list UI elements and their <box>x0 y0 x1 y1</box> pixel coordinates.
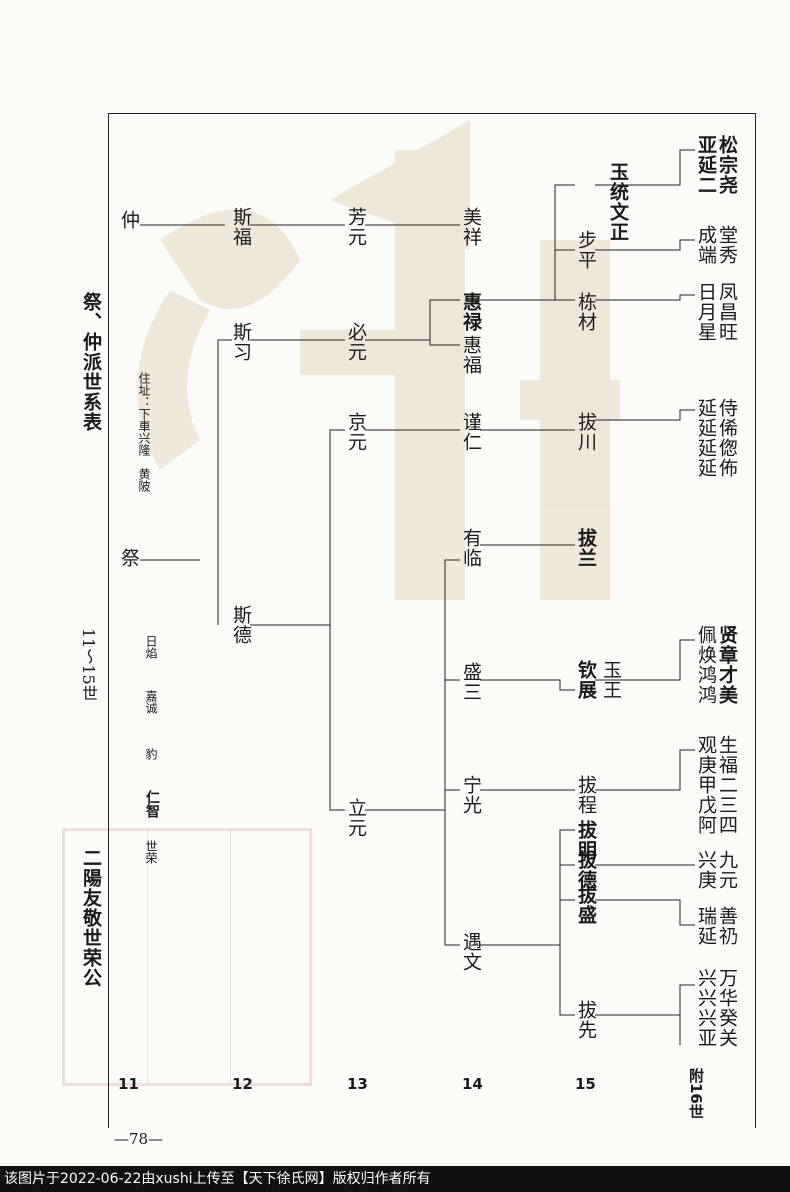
name-16-e1: 佩焕鸿鸿 <box>694 625 717 705</box>
name-jinren: 谨仁 <box>459 412 482 452</box>
name-huilu: 惠禄 <box>459 292 482 332</box>
section-title: 祭、仲派世系表 <box>79 292 102 432</box>
left-border <box>108 113 109 1128</box>
name-riyan: 日焰 <box>144 635 158 659</box>
name-16-c2: 九元 <box>715 850 738 890</box>
gen-label-14: 14 <box>462 1075 483 1093</box>
address: 住址：下車兴隆 黄陂 <box>137 372 151 492</box>
name-ji: 祭 <box>117 548 140 568</box>
name-renzhi: 仁智 <box>144 790 160 818</box>
name-16-b1: 瑞延 <box>694 906 717 946</box>
name-16-b2: 善礽 <box>715 906 738 946</box>
name-baming: 拔明 <box>574 820 597 860</box>
name-side: 斯德 <box>229 605 252 645</box>
name-dongcai: 栋材 <box>574 292 597 332</box>
name-baxian: 拔先 <box>574 1000 597 1040</box>
name-yuwen: 遇文 <box>459 932 482 972</box>
watermark-seal <box>62 828 312 1086</box>
name-sixi: 斯习 <box>229 322 252 362</box>
right-border <box>755 113 756 1128</box>
name-16-f1: 延延延延 <box>694 398 717 478</box>
name-youlin: 有临 <box>459 528 482 568</box>
page-number: —78— <box>114 1130 164 1148</box>
name-16-a1: 兴兴兴亚 <box>694 968 717 1048</box>
name-16-g2: 凤昌旺 <box>715 282 738 342</box>
name-jingyuan: 京元 <box>344 412 367 452</box>
name-16-d1: 观庚甲戊阿 <box>694 735 717 835</box>
name-16-h1: 成端 <box>694 225 717 265</box>
name-bachuan: 拔川 <box>574 412 597 452</box>
name-16-i1: 亚延二 <box>694 135 717 195</box>
gen-label-12: 12 <box>232 1075 253 1093</box>
name-16-h2: 堂秀 <box>715 225 738 265</box>
gen-label-11: 11 <box>118 1075 139 1093</box>
name-shirong: 世荣 <box>144 840 158 864</box>
name-16-i2: 松宗尧 <box>715 135 738 195</box>
name-liyuan: 立元 <box>344 798 367 838</box>
name-qinzhan: 钦展 <box>574 660 597 700</box>
name-huifu: 惠福 <box>459 335 482 375</box>
gen-label-13: 13 <box>347 1075 368 1093</box>
name-yutong-wenzheng: 玉统文正 <box>607 162 629 242</box>
name-basheng: 拔盛 <box>574 885 597 925</box>
name-fangyuan: 芳元 <box>344 207 367 247</box>
header-title: 二陽友敬世荣公 <box>79 848 102 988</box>
name-16-a2: 万华癸关 <box>715 968 738 1048</box>
name-buping: 步平 <box>574 230 597 270</box>
gen-label-16: 附16世 <box>687 1068 705 1119</box>
name-balan: 拔兰 <box>574 528 597 568</box>
name-bacheng: 拔程 <box>574 775 597 815</box>
name-16-f2: 侍俙偬佈 <box>715 398 738 478</box>
name-16-e2: 贤章才美 <box>715 625 738 705</box>
name-16-d2: 生福二三四 <box>715 735 738 835</box>
name-biyuan: 必元 <box>344 322 367 362</box>
top-border <box>108 113 756 114</box>
gen-label-15: 15 <box>575 1075 596 1093</box>
name-zhong: 仲 <box>117 210 140 230</box>
name-16-g1: 日月星 <box>694 282 717 342</box>
name-bao: 豹 <box>144 748 158 760</box>
name-bade: 拔德 <box>574 850 597 890</box>
name-shengsan: 盛三 <box>459 662 482 702</box>
name-16-c1: 兴庚 <box>694 850 717 890</box>
header-gen-range: 11～15世 <box>79 628 98 701</box>
name-jiacheng: 嘉诚 <box>144 690 158 714</box>
name-meixiang: 美祥 <box>459 207 482 247</box>
footer-watermark-text: 该图片于2022-06-22由xushi上传至【天下徐氏网】版权归作者所有 <box>0 1166 790 1192</box>
name-sifu: 斯福 <box>229 207 252 247</box>
name-ningguang: 宁光 <box>459 775 482 815</box>
